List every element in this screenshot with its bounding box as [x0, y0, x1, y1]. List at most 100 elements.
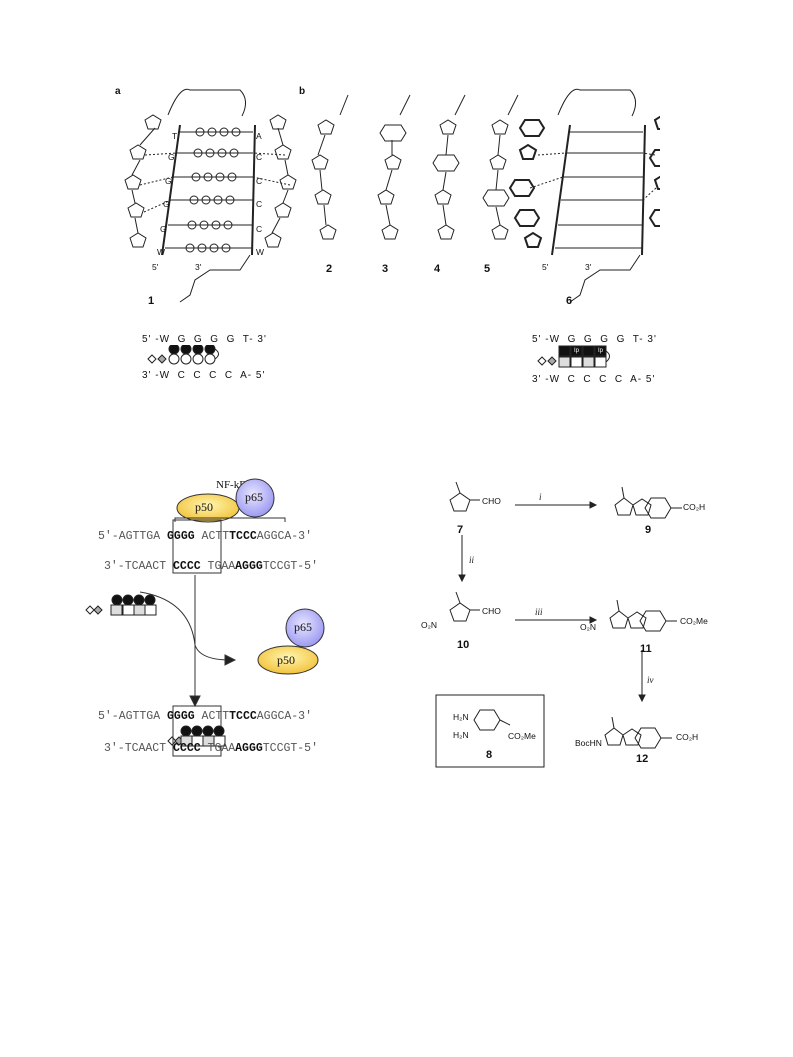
- compound-5-label: 5: [484, 263, 491, 275]
- compound-2-structure: [311, 94, 349, 240]
- polyamide-chains-b: [508, 115, 660, 248]
- sequence-schematic-b: 5' -W G G G G T- 3' Ip Ip 3' -W C C C C …: [532, 334, 672, 385]
- linker-b: [557, 88, 636, 117]
- p65-protein-free: [285, 608, 325, 648]
- incoming-polyamide: [85, 594, 157, 616]
- step-iii-label: iii: [535, 607, 543, 617]
- compound-9-label: 9: [645, 524, 652, 536]
- seq-top-b: 5' -W G G G G T- 3': [532, 334, 657, 345]
- binding-site-box-top: [172, 519, 222, 574]
- cho-7: CHO: [482, 496, 501, 506]
- compound-11-label: 11: [640, 643, 652, 655]
- o2n-10: O₂N: [421, 620, 438, 630]
- base-rings-a: [185, 127, 241, 253]
- polyamide-left-chain-a: [124, 114, 162, 248]
- p50-label-free: p50: [277, 653, 295, 667]
- compound-3-label: 3: [382, 263, 389, 275]
- base-right-3: C: [256, 176, 263, 186]
- base-left-2: G: [168, 152, 175, 162]
- dna-strand-right-b: [641, 124, 646, 256]
- compound-8-box: [435, 694, 545, 768]
- strand-5-label-b: 5': [542, 262, 549, 272]
- polyamide-right-chain-a: [264, 114, 297, 248]
- dna-bottom-strand-2: 3′-TCAACT CCCC TGAAAGGGTCCGT-5′: [104, 742, 318, 755]
- bochn-12: BocHN: [575, 738, 602, 748]
- p50-protein-free: [257, 645, 319, 675]
- cho-10: CHO: [482, 606, 501, 616]
- dna-top-strand-2: 5′-AGTTGA GGGG ACTTTCCCAGGCA-3′: [98, 710, 312, 723]
- co2h-12: CO₂H: [676, 732, 699, 742]
- panel-b-label: b: [299, 86, 306, 97]
- linker-a: [167, 88, 246, 117]
- base-left-4: G: [163, 199, 170, 209]
- dna-strand-left-a: [161, 124, 181, 256]
- base-left-1: T: [172, 131, 178, 141]
- base-right-6: W: [256, 247, 265, 257]
- structure-9: [614, 486, 682, 519]
- base-right-4: C: [256, 199, 263, 209]
- curved-arrow-head: [224, 654, 237, 666]
- structure-12: [604, 716, 672, 749]
- scheme-svg: [435, 481, 682, 768]
- compound-2-label: 2: [326, 263, 333, 275]
- panel-a-label: a: [115, 86, 121, 97]
- dna-top-strand-1: 5′-AGTTGA GGGG ACTTTCCCAGGCA-3′: [98, 530, 312, 543]
- binding-squares-b: [537, 345, 610, 368]
- p65-label-free: p65: [294, 620, 312, 634]
- p50-label-bound: p50: [195, 500, 213, 514]
- structure-7: [449, 492, 471, 512]
- dna-strand-left-b: [551, 124, 571, 256]
- o2n-11: O₂N: [580, 622, 597, 632]
- structure-10: [449, 602, 471, 622]
- binding-circles-a: [147, 343, 219, 365]
- structure-11: [609, 599, 677, 632]
- sequence-schematic-a: 5' -W G G G G T- 3' 3' -W C C C C A- 5': [142, 334, 282, 381]
- hbonds-b: [529, 152, 657, 201]
- dna-bottom-strand-1: 3′-TCAACT CCCC TGAAAGGGTCCGT-5′: [104, 560, 318, 573]
- base-right-5: C: [256, 224, 263, 234]
- ip-label-2: Ip: [598, 348, 604, 354]
- p65-label-bound: p65: [245, 490, 263, 504]
- h2n-8-top: H₂N: [453, 712, 469, 722]
- down-arrow-head: [189, 695, 201, 708]
- strand-3-label-b: 3': [585, 262, 592, 272]
- compound-6-label: 6: [566, 295, 573, 307]
- co2me-8: CO₂Me: [508, 731, 536, 741]
- seq-bottom-a: 3' -W C C C C A- 5': [142, 370, 266, 381]
- bound-polyamide: [167, 725, 226, 747]
- base-left-3: G: [165, 176, 172, 186]
- compound-4-structure: [432, 94, 466, 240]
- base-pairs-b: [555, 131, 643, 249]
- dna-strand-right-a: [251, 124, 256, 256]
- curved-arrow: [139, 591, 231, 661]
- hairpin-structures-svg: [124, 88, 660, 303]
- base-left-6: W: [157, 247, 166, 257]
- compound-12-label: 12: [636, 753, 649, 765]
- compound-8-label: 8: [486, 749, 493, 761]
- step-iv-label: iv: [647, 675, 654, 685]
- strand-5-label-a: 5': [152, 262, 159, 272]
- compound-3-structure: [377, 94, 411, 240]
- ip-label-1: Ip: [574, 348, 580, 354]
- hbonds-a: [139, 152, 291, 213]
- base-left-5: G: [160, 224, 167, 234]
- compound-1-label: 1: [148, 295, 155, 307]
- seq-top-a: 5' -W G G G G T- 3': [142, 334, 267, 345]
- co2me-11: CO₂Me: [680, 616, 708, 626]
- tail-a: [179, 254, 251, 303]
- nfkb-diagram-svg: [85, 478, 325, 757]
- step-ii-label: ii: [469, 555, 475, 565]
- co2h-9: CO₂H: [683, 502, 706, 512]
- strand-3-label-a: 3': [195, 262, 202, 272]
- base-right-2: C: [256, 152, 263, 162]
- compound-4-label: 4: [434, 263, 441, 275]
- seq-bottom-b: 3' -W C C C C A- 5': [532, 374, 656, 385]
- step-i-label: i: [539, 492, 542, 502]
- tail-b: [569, 254, 641, 303]
- base-right-1: A: [256, 131, 262, 141]
- compound-10-label: 10: [457, 639, 470, 651]
- compound-5-structure: [482, 94, 519, 240]
- structure-8: [473, 709, 501, 731]
- p65-protein-bound: [235, 478, 275, 518]
- compound-7-label: 7: [457, 524, 464, 536]
